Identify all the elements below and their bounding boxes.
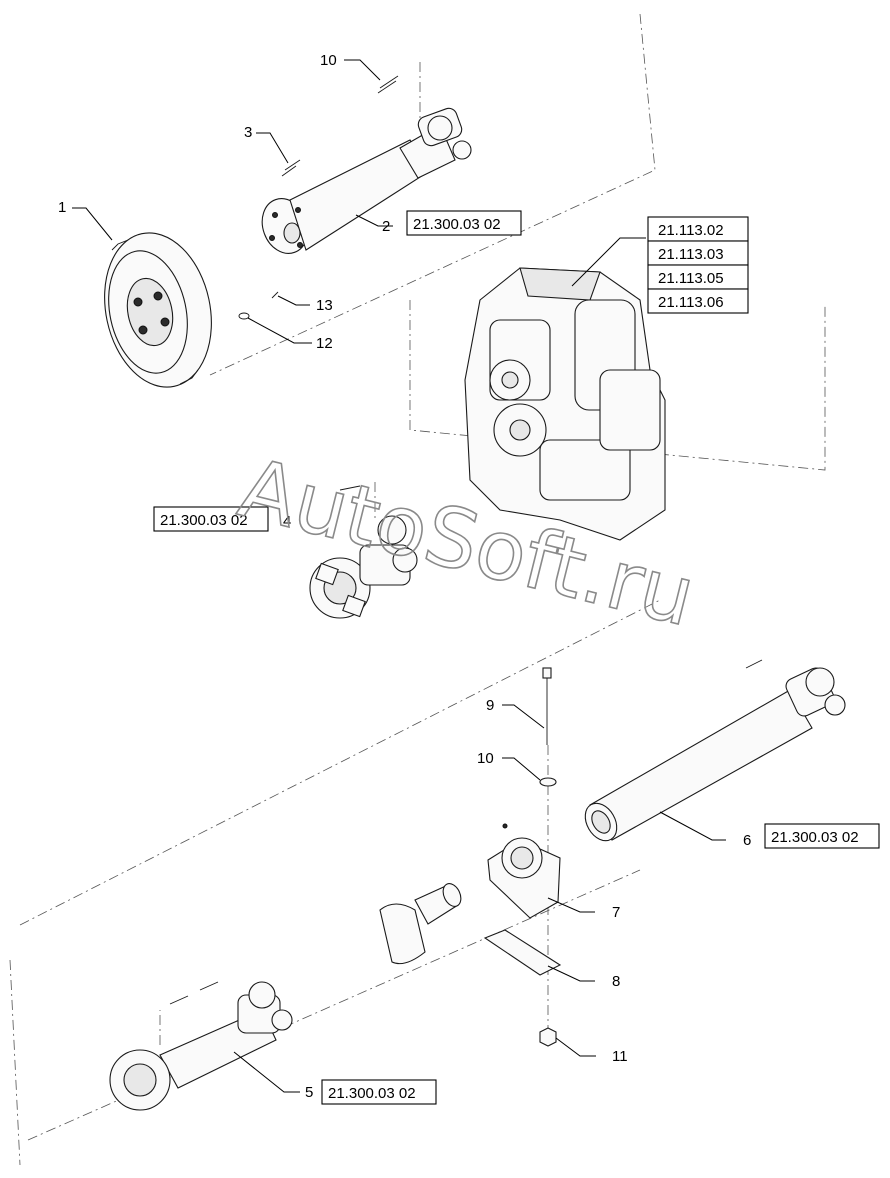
callout-6: 6 bbox=[743, 832, 751, 849]
callout-8: 8 bbox=[612, 973, 620, 990]
ref-coupling: 21.300.03 02 bbox=[160, 512, 248, 529]
coupling-assembly bbox=[309, 485, 418, 619]
long-bolt-9 bbox=[542, 667, 552, 745]
ref-shaft-right: 21.300.03 02 bbox=[771, 829, 859, 846]
callout-3: 3 bbox=[244, 124, 252, 141]
leader-lines bbox=[72, 59, 726, 1093]
callout-11: 11 bbox=[612, 1048, 628, 1065]
callout-5: 5 bbox=[305, 1084, 313, 1101]
bolt-10-upper bbox=[377, 75, 399, 94]
assembly-guide-lines bbox=[9, 13, 826, 1166]
callout-10-lower: 10 bbox=[477, 750, 494, 767]
drive-shaft-upper bbox=[261, 107, 472, 254]
ref-box-gearbox[interactable]: 21.113.02 21.113.03 21.113.05 21.113.06 bbox=[647, 216, 749, 314]
ref-box-shaft-bottom[interactable]: 21.300.03 02 bbox=[321, 1079, 437, 1105]
mounting-plate bbox=[483, 929, 562, 976]
reference-boxes: 21.300.03 02 21.300.03 02 21.300.03 02 2… bbox=[153, 210, 880, 1105]
callout-1: 1 bbox=[58, 199, 66, 216]
callout-13: 13 bbox=[316, 297, 333, 314]
ref-gearbox-2: 21.113.03 bbox=[658, 246, 724, 263]
bearing-block bbox=[487, 823, 561, 919]
washer-12 bbox=[238, 312, 250, 320]
washer-10-lower bbox=[539, 777, 557, 787]
damper-disc bbox=[104, 232, 212, 388]
ref-gearbox-4: 21.113.06 bbox=[658, 294, 724, 311]
callout-4: 4 bbox=[283, 513, 291, 530]
ref-shaft-top: 21.300.03 02 bbox=[413, 216, 501, 233]
ref-box-coupling[interactable]: 21.300.03 02 bbox=[153, 506, 269, 532]
ref-gearbox-1: 21.113.02 bbox=[658, 222, 724, 239]
callout-10-upper: 10 bbox=[320, 52, 337, 69]
bolt-13 bbox=[271, 291, 279, 299]
callout-12: 12 bbox=[316, 335, 333, 352]
callout-9: 9 bbox=[486, 697, 494, 714]
callout-7: 7 bbox=[612, 904, 620, 921]
ref-shaft-bottom: 21.300.03 02 bbox=[328, 1085, 416, 1102]
callout-2: 2 bbox=[382, 218, 390, 235]
nut-11 bbox=[539, 1027, 557, 1047]
ref-box-shaft-right[interactable]: 21.300.03 02 bbox=[764, 823, 880, 849]
callout-labels: 1 2 3 4 5 6 7 8 9 10 10 11 12 13 bbox=[58, 52, 751, 1101]
drive-shaft-lower bbox=[109, 981, 293, 1111]
ref-gearbox-3: 21.113.05 bbox=[658, 270, 724, 287]
bolt-3 bbox=[281, 159, 301, 177]
drive-shaft-right bbox=[584, 659, 846, 842]
ref-box-shaft-top[interactable]: 21.300.03 02 bbox=[406, 210, 522, 236]
gearbox-housing bbox=[464, 267, 666, 541]
yoke-stub-shaft bbox=[379, 883, 462, 965]
